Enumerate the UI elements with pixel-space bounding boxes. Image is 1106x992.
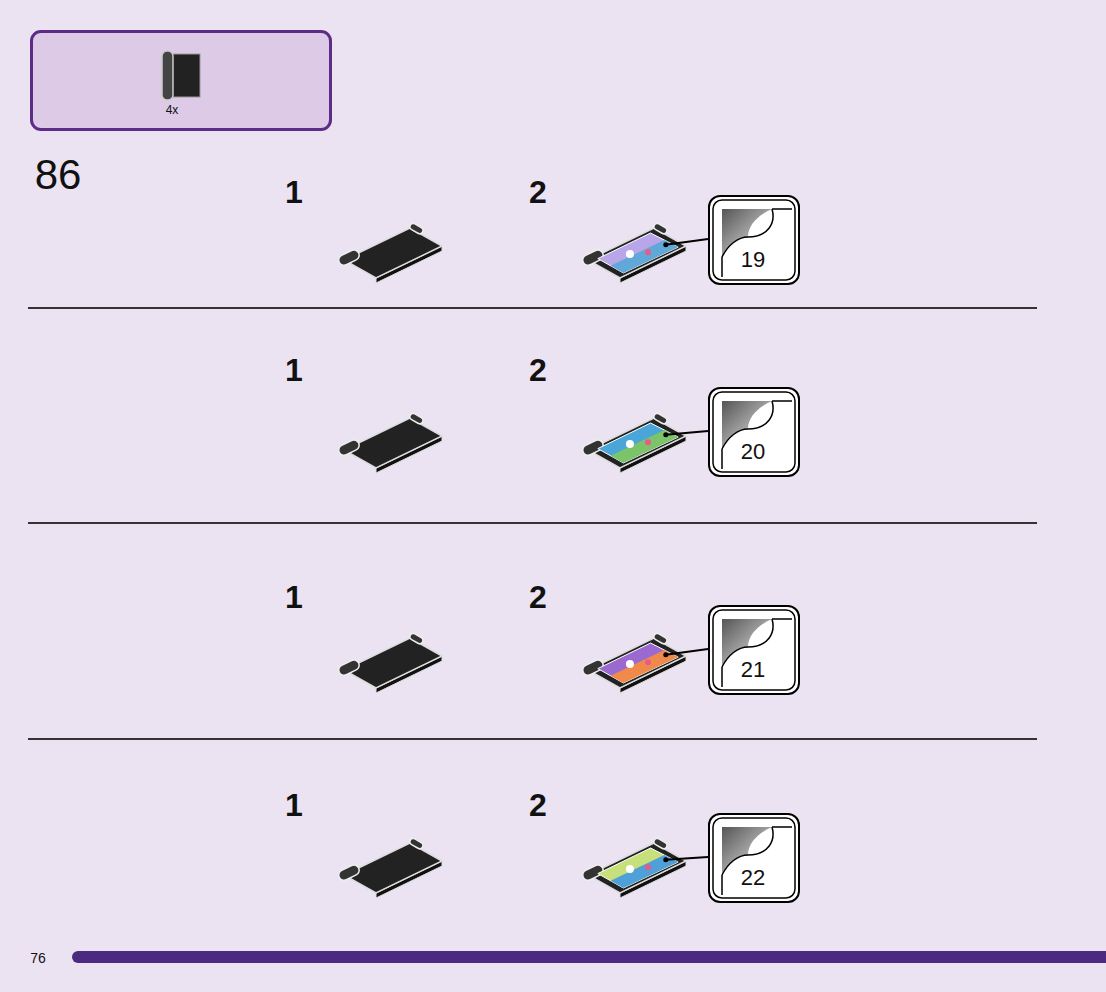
substep-number: 2: [529, 581, 547, 613]
page-bar: [72, 951, 1106, 963]
tile: [344, 417, 442, 473]
sticker-icon: [708, 195, 800, 285]
substep-number: 2: [529, 354, 547, 386]
substep-number: 2: [529, 176, 547, 208]
tile: [344, 842, 442, 898]
substep-number: 1: [285, 176, 303, 208]
sticker-callout: 20: [708, 387, 800, 477]
parts-box-fill: [30, 30, 332, 131]
substep-number: 1: [285, 581, 303, 613]
stickered-tile: [588, 637, 686, 693]
sticker-callout: 19: [708, 195, 800, 285]
sticker-icon: [708, 605, 800, 695]
substep-number: 2: [529, 789, 547, 821]
tile: [344, 637, 442, 693]
page-number: 76: [30, 951, 46, 965]
separator-line: [28, 522, 1037, 524]
leader-dot: [663, 432, 668, 437]
leader-dot: [663, 857, 668, 862]
leader-line: [666, 239, 708, 245]
tile: [344, 227, 442, 283]
step-number: 86: [35, 154, 82, 196]
stickered-tile: [588, 227, 686, 283]
sticker-callout: 21: [708, 605, 800, 695]
separator-line: [28, 738, 1037, 740]
part-icon: [162, 51, 200, 100]
stickered-tile: [588, 417, 686, 473]
sticker-number: 20: [741, 441, 765, 463]
parts-box: 4x: [30, 30, 332, 131]
leader-line: [666, 431, 708, 435]
separator-line: [28, 307, 1037, 309]
sticker-icon: [708, 813, 800, 903]
substep-number: 1: [285, 354, 303, 386]
stickered-tile: [588, 842, 686, 898]
leader-dot: [663, 652, 668, 657]
sticker-icon: [708, 387, 800, 477]
sticker-number: 22: [741, 867, 765, 889]
sticker-callout: 22: [708, 813, 800, 903]
substep-number: 1: [285, 789, 303, 821]
sticker-number: 19: [741, 249, 765, 271]
leader-dot: [663, 242, 668, 247]
sticker-number: 21: [741, 659, 765, 681]
leader-line: [666, 857, 708, 860]
leader-line: [666, 649, 708, 655]
quantity-label: 4x: [166, 104, 179, 116]
